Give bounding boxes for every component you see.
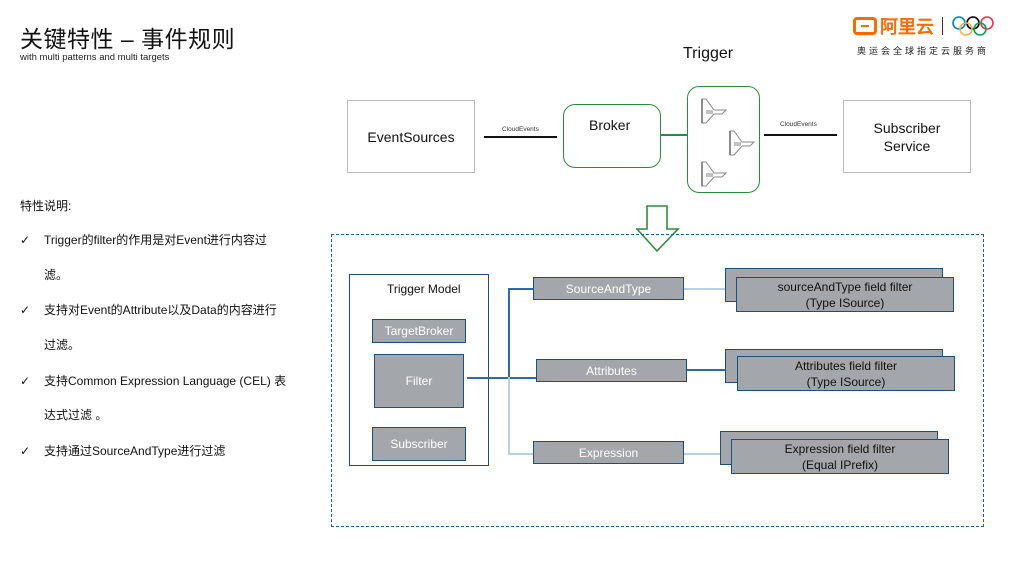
cloudevents-label-left: CloudEvents	[502, 126, 539, 133]
subscriber-service-line1: Subscriber	[873, 119, 941, 136]
check-icon: ✓	[20, 444, 31, 458]
feature-bullet-line1: Trigger的filter的作用是对Event进行内容过	[44, 233, 267, 247]
aliyun-mark-icon	[853, 17, 877, 35]
filter-detail-sourceandtype: sourceAndType field filter (Type ISource…	[736, 277, 954, 312]
feature-bullet-line2: 过滤。	[44, 338, 81, 352]
feature-bullet-line1: 支持对Event的Attribute以及Data的内容进行	[44, 303, 277, 317]
filter-box: Filter	[374, 354, 464, 408]
filter-detail-line1: Attributes field filter	[794, 358, 898, 373]
feature-bullet-line2: 滤。	[44, 268, 69, 282]
subscriber-box: Subscriber	[372, 427, 466, 461]
description-heading: 特性说明:	[20, 199, 72, 213]
logo-brand-text: 阿里云	[880, 17, 934, 37]
trigger-model-panel	[331, 234, 984, 527]
filter-detail-line1: sourceAndType field filter	[777, 279, 913, 294]
trigger-filter-icon	[729, 130, 756, 156]
check-icon: ✓	[20, 233, 31, 247]
trigger-filter-icon	[701, 98, 728, 124]
subscriber-label: Subscriber	[390, 437, 448, 451]
trigger-filter-icon	[701, 161, 728, 187]
filter-label: Filter	[405, 374, 433, 388]
filter-detail-expression: Expression field filter (Equal IPrefix)	[731, 439, 949, 474]
filter-detail-attributes: Attributes field filter (Type ISource)	[737, 356, 955, 391]
filter-type-label: Attributes	[586, 363, 637, 378]
filter-connector	[467, 377, 537, 379]
expression-detail-connector	[684, 453, 720, 455]
filter-type-attributes: Attributes	[536, 359, 687, 382]
cloudevents-edge-right	[764, 134, 837, 136]
filter-type-expression: Expression	[533, 441, 684, 464]
feature-bullet-line1: 支持Common Expression Language (CEL) 表	[44, 374, 287, 388]
filter-detail-line2: (Equal IPrefix)	[801, 457, 879, 472]
olympic-rings-icon	[952, 16, 994, 36]
cloudevents-label-right: CloudEvents	[780, 121, 817, 128]
event-sources-label: EventSources	[367, 128, 455, 145]
broker-label: Broker	[589, 117, 631, 133]
branch-to-sourceandtype	[508, 288, 533, 290]
feature-bullet-line1: 支持通过SourceAndType进行过滤	[44, 444, 226, 458]
branch-connector-bottom	[508, 377, 510, 453]
branch-connector-top	[508, 288, 510, 377]
branch-to-expression	[508, 453, 533, 455]
filter-type-label: Expression	[578, 445, 639, 460]
attributes-detail-connector	[687, 369, 725, 371]
logo-separator	[942, 17, 943, 35]
down-arrow-icon	[636, 205, 680, 253]
target-broker-box: TargetBroker	[372, 319, 466, 343]
page-title: 关键特性 – 事件规则	[20, 26, 236, 52]
filter-type-label: SourceAndType	[565, 281, 652, 296]
filter-detail-line2: (Type ISource)	[806, 374, 886, 389]
trigger-title: Trigger	[683, 45, 734, 62]
cloudevents-edge-left	[484, 136, 557, 138]
sourceandtype-detail-connector	[684, 288, 725, 290]
check-icon: ✓	[20, 303, 31, 317]
aliyun-olympic-logo: 阿里云 奥运会全球指定云服务商	[853, 14, 1003, 58]
broker-box	[563, 104, 661, 168]
logo-caption: 奥运会全球指定云服务商	[857, 46, 990, 56]
target-broker-label: TargetBroker	[384, 324, 454, 338]
filter-detail-line1: Expression field filter	[784, 441, 896, 456]
event-sources-box: EventSources	[347, 100, 475, 173]
subscriber-service-line2: Service	[883, 137, 931, 154]
check-icon: ✓	[20, 374, 31, 388]
subscriber-service-box: Subscriber Service	[843, 100, 971, 173]
feature-bullet-line2: 达式过滤 。	[44, 408, 108, 422]
filter-detail-line2: (Type ISource)	[805, 295, 885, 310]
logo-brand: 阿里云	[853, 14, 1001, 38]
page-subtitle: with multi patterns and multi targets	[20, 52, 170, 63]
filter-type-sourceandtype: SourceAndType	[533, 277, 684, 300]
trigger-model-title: Trigger Model	[387, 282, 461, 296]
